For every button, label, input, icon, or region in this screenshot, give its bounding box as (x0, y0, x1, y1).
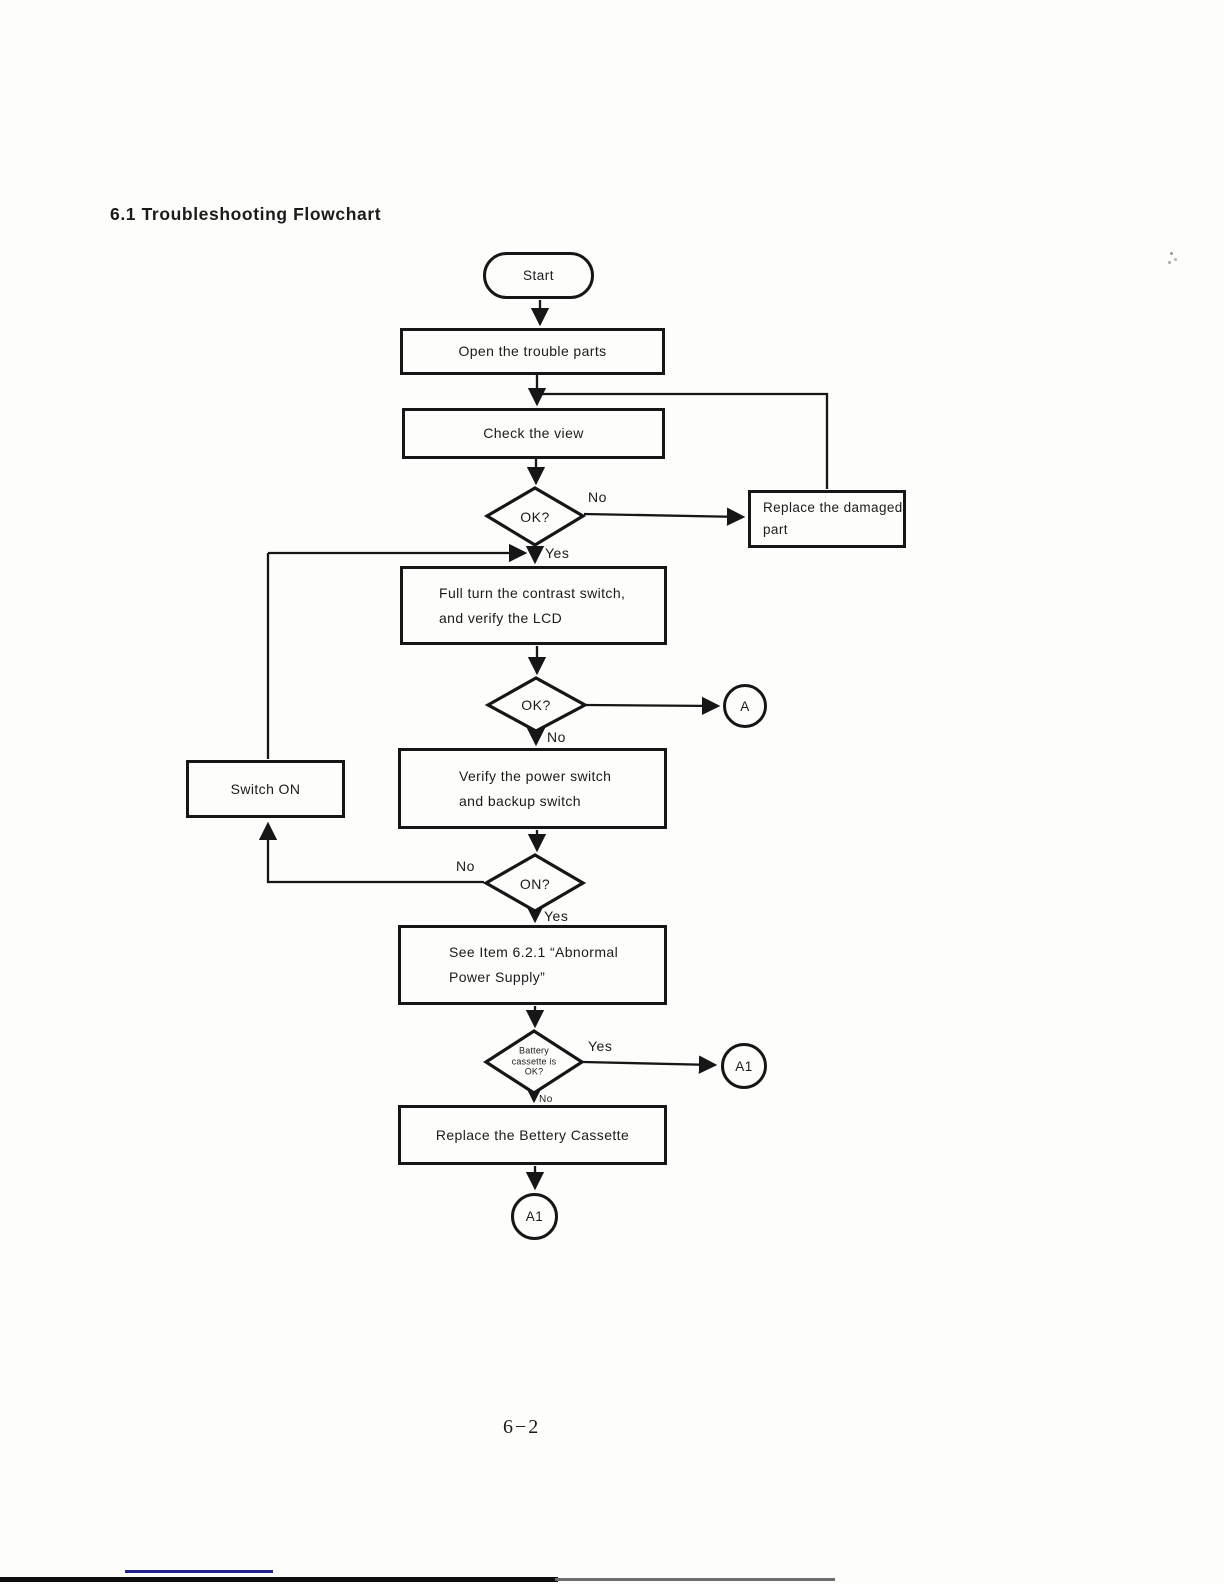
edge-ok1-no-to-replace (583, 507, 746, 526)
node-switch-on: Switch ON (186, 760, 345, 818)
decision-battery-shape (483, 1029, 585, 1095)
scan-artifact-black-bar (0, 1577, 558, 1582)
edge-label-on-no: No (456, 858, 475, 874)
edge-label-on-yes: Yes (544, 908, 569, 924)
connector-a1-bottom-label: A1 (525, 1209, 544, 1224)
node-see-item-621: See Item 6.2.1 “Abnormal Power Supply” (398, 925, 667, 1005)
node-open-trouble-parts: Open the trouble parts (400, 328, 665, 375)
node-switch-on-label: Switch ON (230, 780, 301, 797)
edge-battery-yes-to-a1 (582, 1055, 718, 1074)
connector-a: A (723, 684, 767, 728)
edge-label-battery-no: No (539, 1094, 553, 1105)
node-full-turn-contrast-label: Full turn the contrast switch, and verif… (439, 584, 626, 626)
edge-on-no-to-switchon (258, 821, 484, 884)
node-start-label: Start (522, 268, 554, 283)
connector-a1-bottom: A1 (511, 1193, 558, 1240)
page-number: 6−2 (503, 1416, 541, 1438)
connector-a1-right-label: A1 (735, 1058, 753, 1074)
node-open-trouble-parts-label: Open the trouble parts (458, 343, 607, 359)
node-full-turn-contrast: Full turn the contrast switch, and verif… (400, 566, 667, 645)
scan-artifact-blue-line (125, 1570, 273, 1573)
node-replace-battery-cassette: Replace the Bettery Cassette (398, 1105, 667, 1165)
section-title: 6.1 Troubleshooting Flowchart (110, 204, 382, 224)
edge-label-battery-yes: Yes (588, 1038, 613, 1054)
node-see-item-621-label: See Item 6.2.1 “Abnormal Power Supply” (449, 944, 619, 985)
edge-label-ok1-no: No (588, 489, 607, 505)
decision-ok1-label: OK? (520, 509, 550, 525)
node-check-the-view-label: Check the view (483, 425, 584, 441)
node-replace-damaged-part-label: Replace the damaged part (763, 500, 903, 537)
edge-ok2-to-a (585, 696, 721, 716)
decision-on-shape (482, 853, 587, 913)
decision-ok2-shape (484, 676, 589, 733)
scan-artifact-gray-bar (555, 1578, 835, 1581)
decision-ok1-shape (483, 486, 587, 547)
node-verify-power-switch: Verify the power switch and backup switc… (398, 748, 667, 829)
node-replace-damaged-part: Replace the damaged part (748, 490, 906, 548)
edge-label-ok1-yes: Yes (545, 545, 570, 561)
connector-a-label: A (740, 698, 750, 714)
node-replace-battery-cassette-label: Replace the Bettery Cassette (435, 1126, 630, 1143)
decision-on-label: ON? (519, 876, 551, 892)
connector-a1-right: A1 (721, 1043, 767, 1089)
edge-label-ok2-no: No (547, 729, 566, 745)
decision-ok2-label: OK? (521, 697, 551, 713)
decision-battery-label: Battery cassette is OK? (511, 1045, 557, 1077)
node-verify-power-switch-label: Verify the power switch and backup switc… (459, 767, 612, 809)
node-start: Start (483, 252, 594, 299)
node-check-the-view: Check the view (402, 408, 665, 459)
scan-speck (1170, 252, 1173, 255)
edge-replace-loopback (539, 392, 829, 489)
